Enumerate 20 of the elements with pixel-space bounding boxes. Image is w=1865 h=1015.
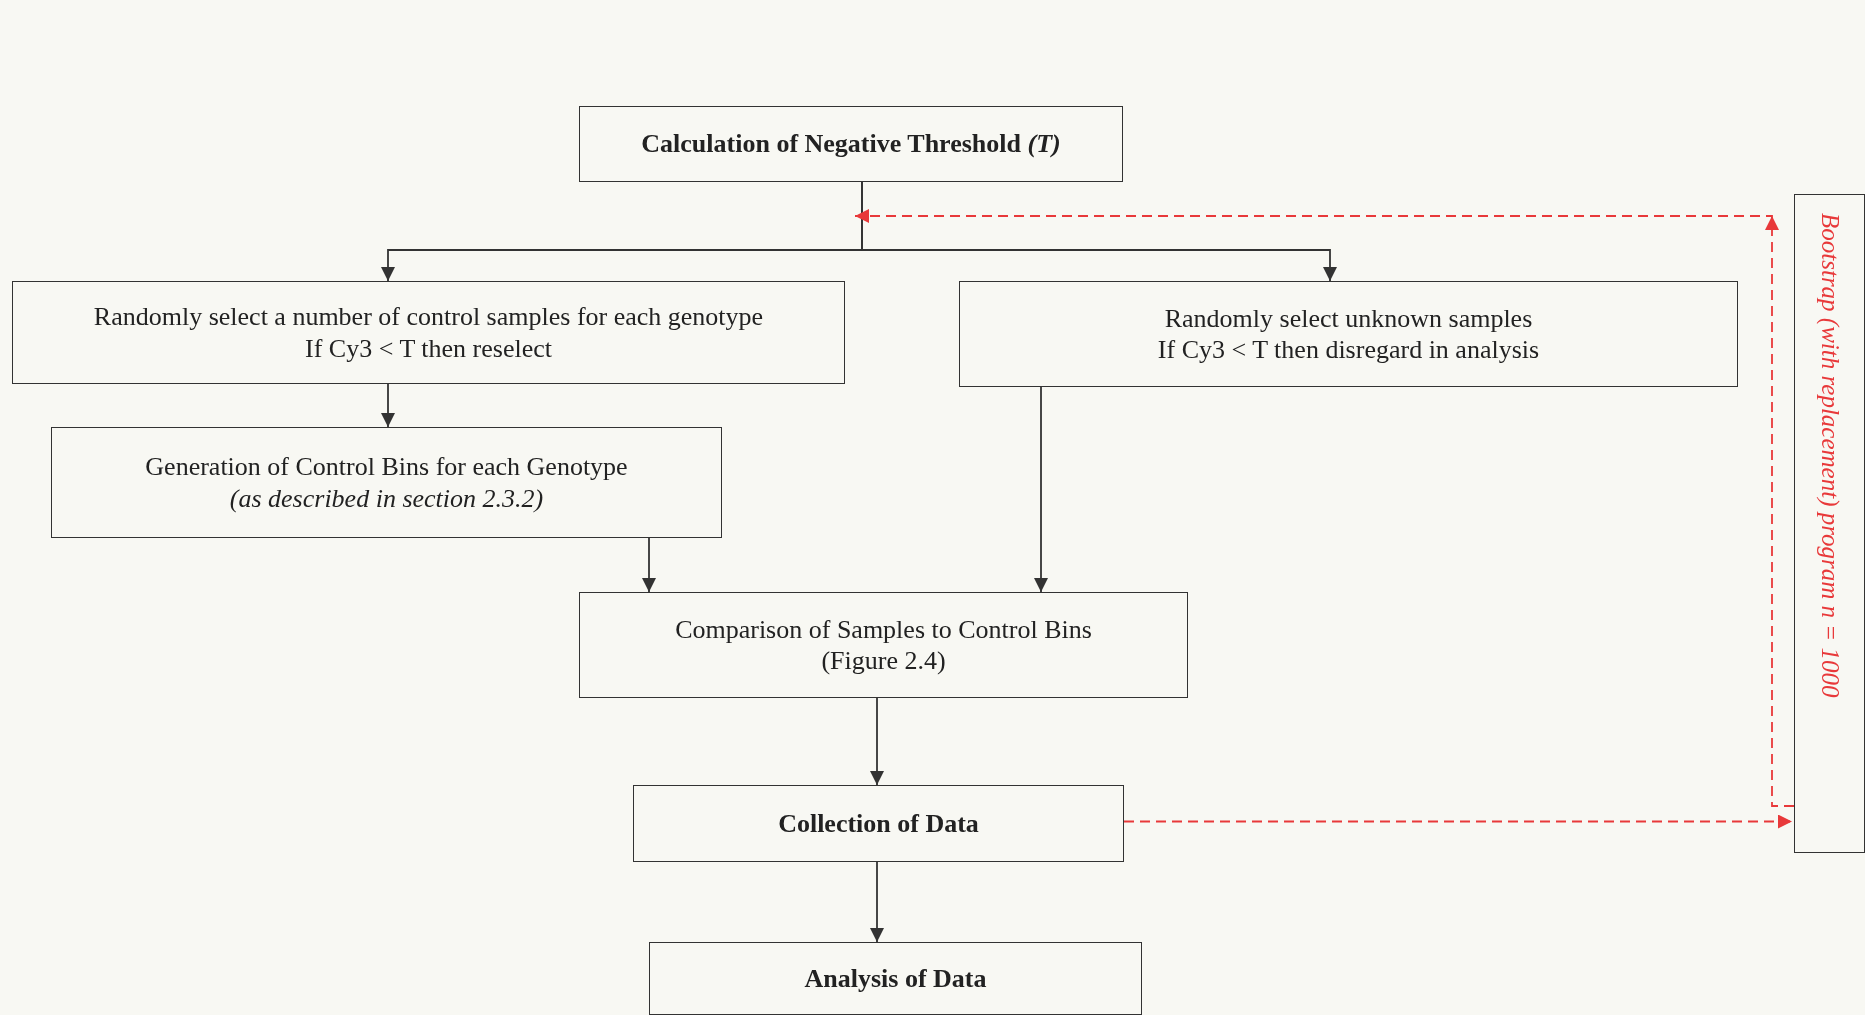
process-box — [579, 106, 1123, 182]
process-box — [579, 592, 1188, 698]
box-text: Analysis of Data — [804, 962, 987, 995]
box-text: Randomly select a number of control samples for each genotype — [93, 301, 764, 333]
box-text: If Cy3 < T then reselect — [305, 332, 552, 364]
process-box — [649, 942, 1142, 1015]
process-box — [959, 281, 1738, 387]
box-text: If Cy3 < T then disregard in analysis — [1157, 334, 1540, 366]
box-text: (Figure 2.4) — [821, 645, 946, 677]
box-text: Generation of Control Bins for each Genotype — [145, 451, 628, 483]
label-box — [1794, 194, 1865, 853]
box-text: Randomly select unknown samples — [1164, 302, 1533, 334]
process-box — [51, 427, 722, 538]
box-text: Calculation of Negative Threshold (T) — [641, 128, 1061, 160]
box-text: Collection of Data — [778, 807, 979, 840]
process-box — [633, 785, 1124, 862]
box-text: Bootstrap (with replacement) program n = 1000 — [1815, 213, 1845, 698]
process-box — [12, 281, 845, 384]
box-text: (as described in section 2.3.2) — [229, 482, 544, 514]
box-text: Comparison of Samples to Control Bins — [675, 613, 1092, 645]
